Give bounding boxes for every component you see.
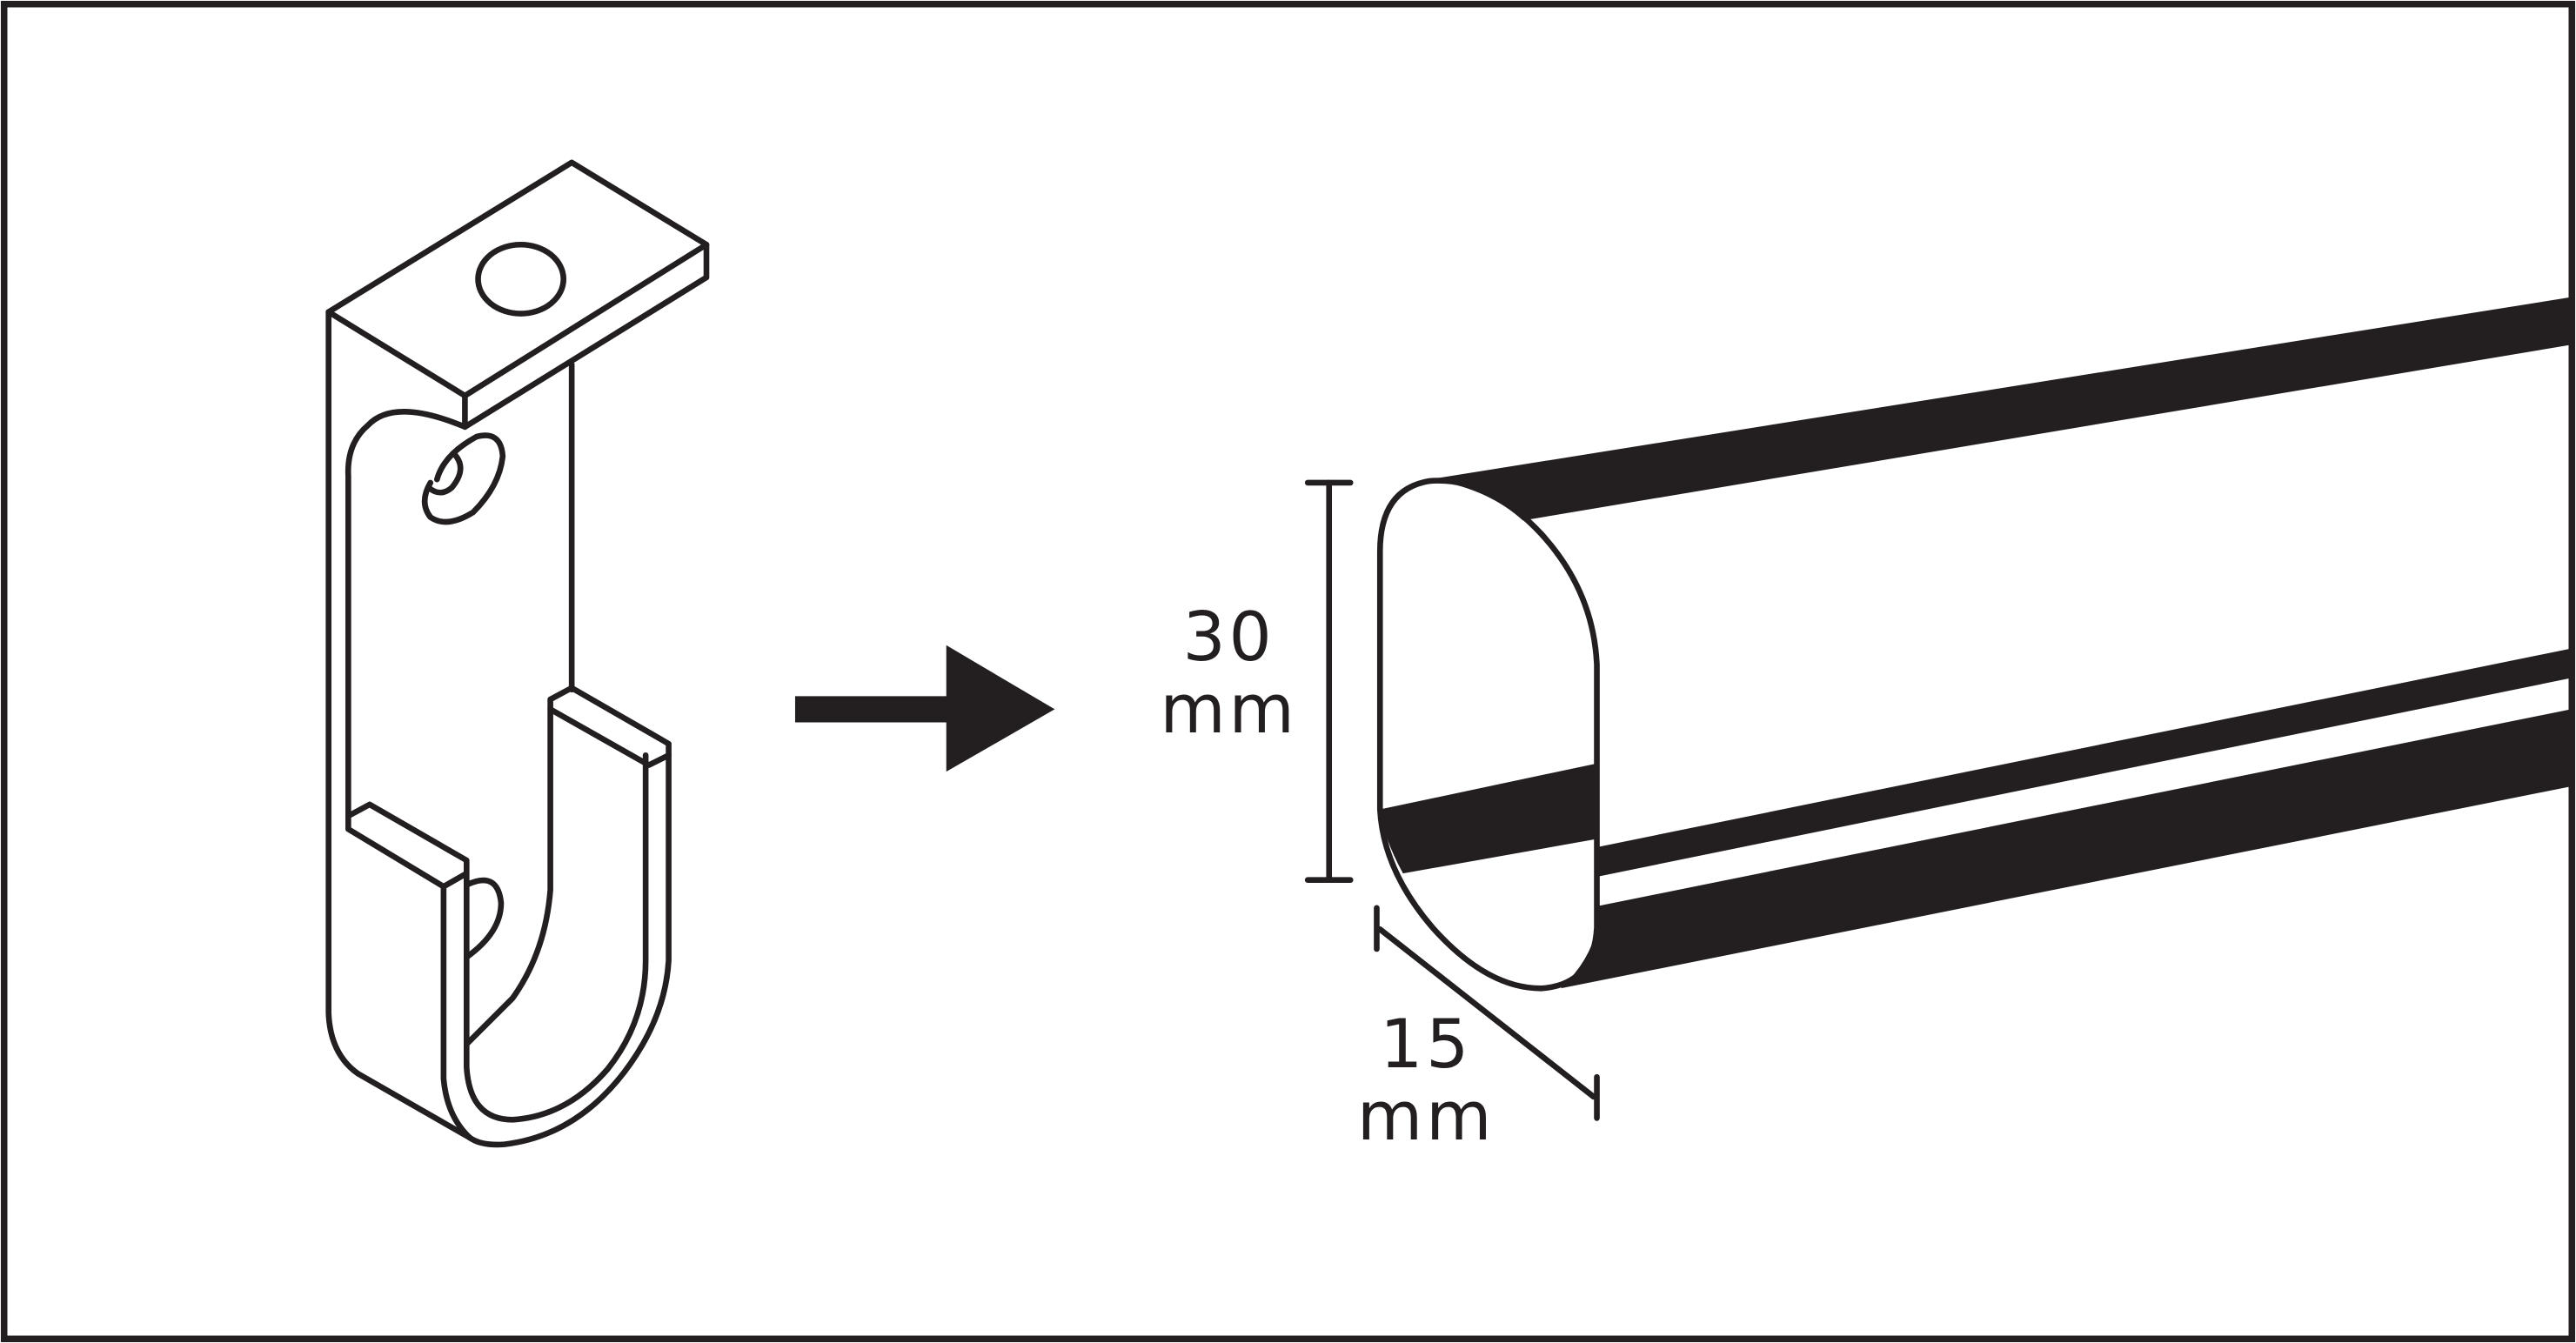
right-arrow-icon (794, 645, 1055, 772)
height-dimension-line (1304, 479, 1354, 884)
width-dimension-unit: mm (1357, 1078, 1495, 1156)
height-dimension-value: 30 (1182, 598, 1275, 677)
oval-rail-icon (1376, 297, 2572, 992)
rail-bracket-icon (325, 159, 710, 1148)
width-dimension-line (1374, 905, 1600, 1121)
height-dimension-unit: mm (1160, 671, 1297, 749)
width-dimension-value: 15 (1380, 1006, 1472, 1084)
